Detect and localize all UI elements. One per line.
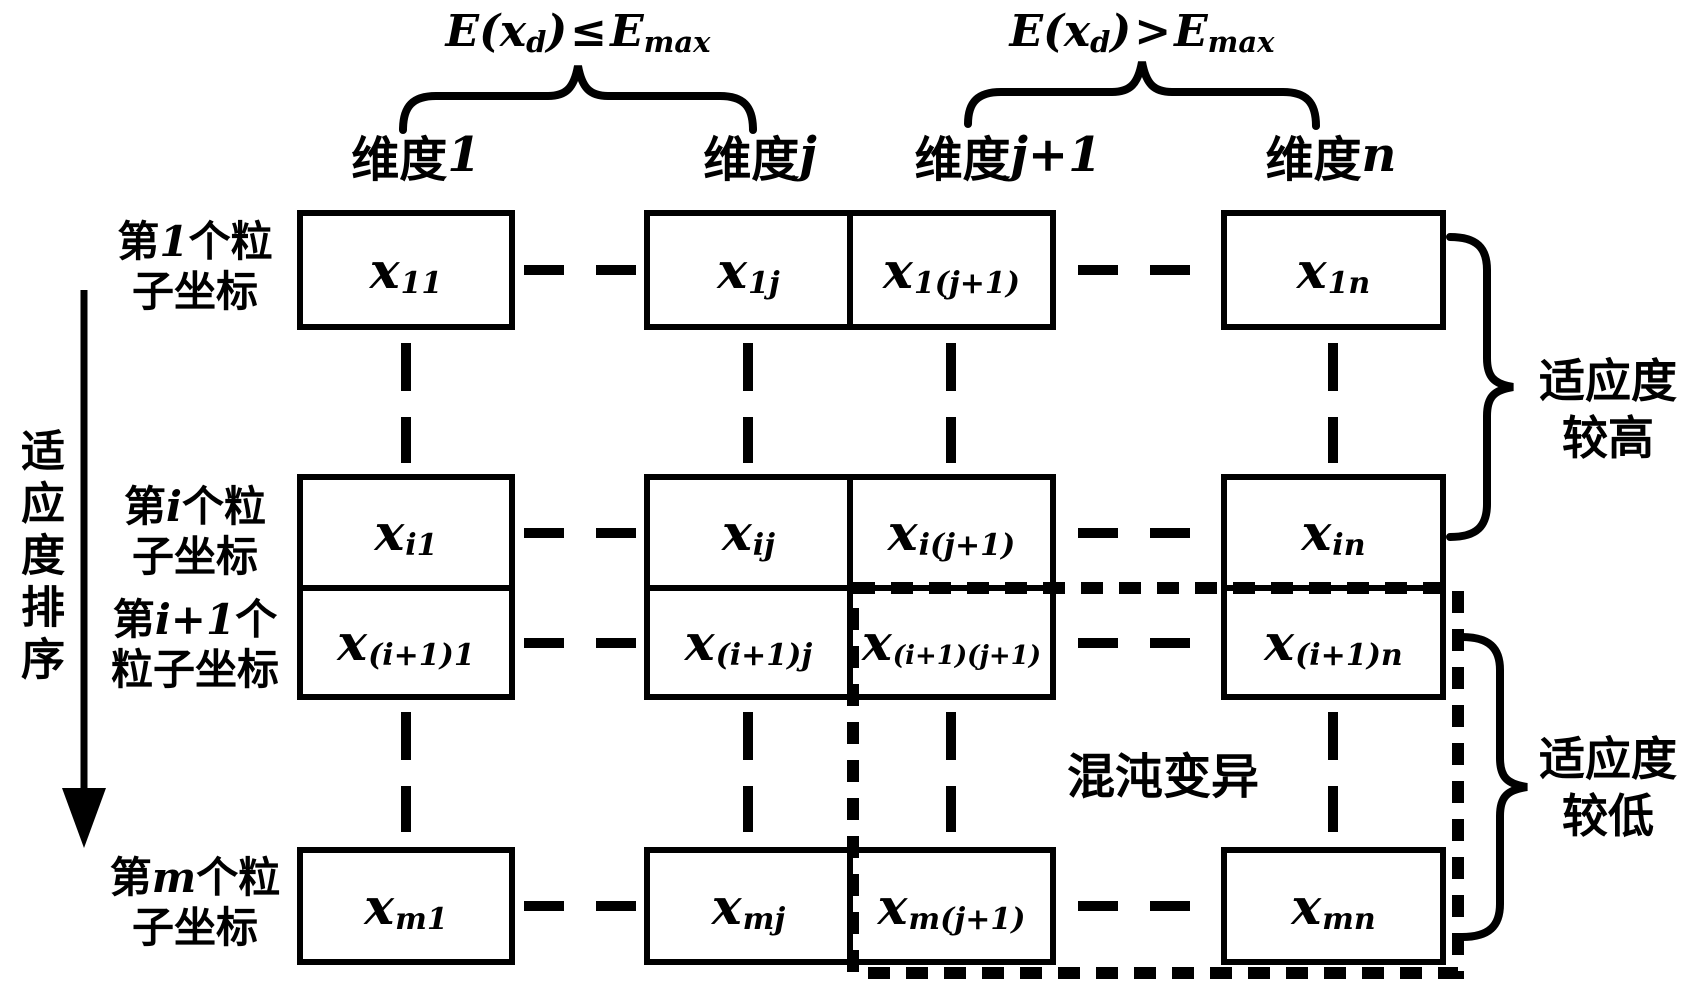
condition-left-rhs-sub: max	[643, 25, 711, 59]
chaos-mutation-label: 混沌变异	[1066, 749, 1259, 805]
cell-box-rmcn	[1221, 847, 1446, 965]
cell-xi1-j1: x(i+1)(j+1)	[861, 613, 1042, 672]
cell-box-ri1cj1	[847, 585, 1056, 700]
condition-left-relation: ≤	[570, 5, 608, 57]
row-label-particle-m: 第m个粒 子坐标	[109, 853, 281, 952]
cell-xi1-n: x(i+1)n	[1264, 613, 1403, 673]
cell-box-rmcj1	[847, 847, 1056, 965]
fitness-low-label: 适应度 较低	[1539, 732, 1677, 843]
cell-xi1-1: x(i+1)1	[337, 613, 475, 673]
brace-fitness-low-icon	[1458, 633, 1528, 941]
cell-box-r1c1	[297, 210, 515, 330]
fitness-sort-arrow-icon	[62, 788, 106, 848]
condition-right-paren: )	[1110, 5, 1132, 57]
brace-right-top-icon	[964, 61, 1320, 130]
row-label-particle-i-plus-1: 第i+1个 粒子坐标	[110, 595, 279, 694]
cell-box-grid	[297, 210, 1446, 965]
fitness-high-label: 适应度 较高	[1539, 354, 1677, 465]
row-label-particle-i: 第i个粒 子坐标	[124, 482, 266, 581]
sort-axis-label: 适应度排序	[13, 427, 64, 688]
cell-box-rmc1	[297, 847, 515, 965]
h-connectors	[524, 265, 1202, 911]
brace-fitness-high-icon	[1446, 233, 1514, 541]
brace-left-top-icon	[399, 65, 757, 134]
cell-box-r1cn	[1221, 210, 1446, 330]
cell-box-ri1cn	[1221, 585, 1446, 700]
cell-box-r1cj1	[847, 210, 1056, 330]
condition-left-lhs-sub: d	[526, 25, 547, 59]
chaos-region-outline	[847, 582, 1464, 979]
condition-right-rhs-sub: max	[1207, 25, 1275, 59]
cell-xi1-j: x(i+1)j	[684, 613, 813, 673]
condition-right-relation: >	[1134, 5, 1172, 57]
condition-left-lhs: E(x	[445, 5, 527, 57]
row-label-particle-1: 第1个粒 子坐标	[117, 217, 273, 316]
v-connectors	[401, 343, 1338, 832]
condition-right-lhs: E(x	[1009, 5, 1091, 57]
condition-right-rhs: E	[1174, 5, 1208, 57]
condition-left-rhs: E	[610, 5, 644, 57]
condition-left-paren: )	[546, 5, 568, 57]
cell-box-ri1c1	[297, 585, 515, 700]
condition-right-lhs-sub: d	[1090, 25, 1111, 59]
